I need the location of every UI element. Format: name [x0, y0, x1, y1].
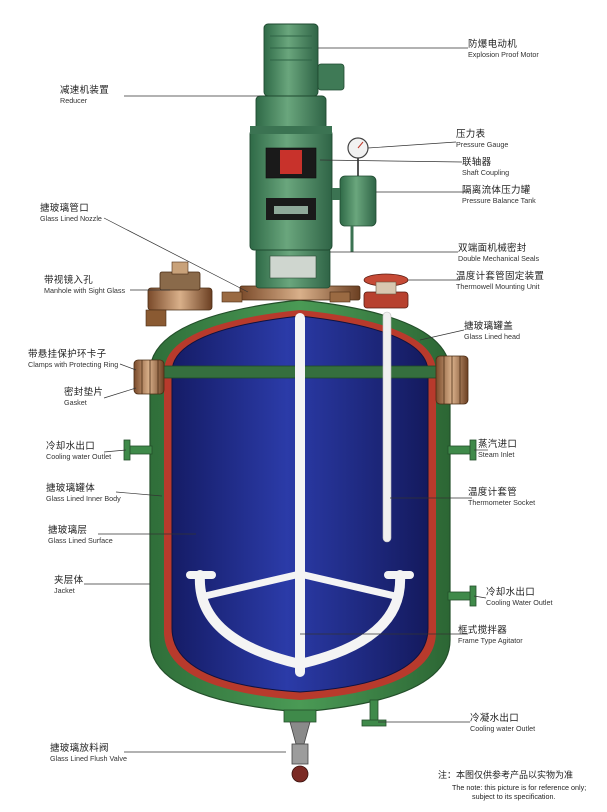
label-clamps: 带悬挂保护环卡子 Clamps with Protecting Ring	[28, 350, 118, 369]
note-en-line2: subject to its specification.	[472, 792, 556, 801]
reference-note: 注：本图仅供参考产品以实物为准 The note: this picture i…	[438, 768, 603, 801]
label-balance-tank-zh: 隔离流体压力罐	[462, 185, 531, 196]
label-cw-outlet-right: 冷却水出口 Cooling Water Outlet	[486, 588, 552, 607]
label-mech-seals-zh: 双端面机械密封	[458, 243, 527, 254]
note-en-line1: The note: this picture is for reference …	[452, 783, 587, 792]
label-thermometer-en: Thermometer Socket	[468, 497, 536, 507]
reducer-body	[250, 95, 332, 134]
label-flush-valve-en: Glass Lined Flush Valve	[50, 753, 127, 763]
label-motor: 防爆电动机 Explosion Proof Motor	[468, 40, 539, 59]
label-lined-surface: 搪玻璃层 Glass Lined Surface	[48, 526, 113, 545]
nozzle-left-cooling	[123, 439, 153, 461]
label-cw-outlet-left: 冷却水出口 Cooling water Outlet	[46, 442, 111, 461]
label-manhole-zh: 带视镜入孔	[44, 275, 94, 286]
label-nozzle-en: Glass Lined Nozzle	[40, 213, 102, 223]
top-nozzles	[221, 285, 361, 303]
label-nozzle-zh: 搪玻璃管口	[40, 203, 90, 214]
label-flush-valve-zh: 搪玻璃放料阀	[50, 743, 109, 754]
label-pressure-gauge-en: Pressure Gauge	[456, 139, 509, 149]
label-thermometer-zh: 温度计套管	[468, 487, 518, 498]
label-agitator-zh: 框式搅拌器	[458, 625, 508, 636]
label-inner-body-zh: 搪玻璃罐体	[46, 483, 96, 494]
label-motor-en: Explosion Proof Motor	[468, 49, 539, 59]
label-reducer: 减速机装置 Reducer	[60, 86, 109, 105]
pressure-gauge-icon	[347, 137, 369, 176]
label-jacket-en: Jacket	[54, 585, 75, 595]
label-head-zh: 搪玻璃罐盖	[464, 321, 514, 332]
label-gasket-zh: 密封垫片	[64, 387, 104, 398]
seal-housing	[255, 247, 331, 289]
label-steam-inlet-en: Steam Inlet	[478, 449, 515, 459]
label-steam-inlet: 蒸汽进口 Steam Inlet	[478, 440, 517, 459]
balance-tank	[332, 175, 377, 252]
label-agitator-en: Frame Type Agitator	[458, 635, 523, 645]
label-agitator: 框式搅拌器 Frame Type Agitator	[458, 626, 523, 645]
label-thermowell: 温度计套管固定装置 Thermowell Mounting Unit	[456, 272, 544, 291]
label-cw-outlet-left-en: Cooling water Outlet	[46, 451, 112, 461]
label-nozzle: 搪玻璃管口 Glass Lined Nozzle	[40, 204, 102, 223]
label-cw-outlet-right-en: Cooling Water Outlet	[486, 597, 553, 607]
nozzle-right-steam	[447, 439, 477, 461]
label-balance-tank: 隔离流体压力罐 Pressure Balance Tank	[462, 186, 536, 205]
label-condensate-zh: 冷凝水出口	[470, 713, 520, 724]
flush-valve	[283, 709, 317, 783]
label-thermowell-en: Thermowell Mounting Unit	[456, 281, 540, 291]
label-clamps-en: Clamps with Protecting Ring	[28, 359, 119, 369]
clamps-right	[435, 355, 469, 405]
label-flush-valve: 搪玻璃放料阀 Glass Lined Flush Valve	[50, 744, 127, 763]
label-cw-outlet-right-zh: 冷却水出口	[486, 587, 536, 598]
label-pressure-gauge: 压力表 Pressure Gauge	[456, 130, 508, 149]
label-motor-zh: 防爆电动机	[468, 39, 518, 50]
manhole-sight-glass	[145, 261, 213, 327]
motor-body	[263, 23, 345, 97]
label-shaft-coupling-en: Shaft Coupling	[462, 167, 510, 177]
label-pressure-gauge-zh: 压力表	[456, 129, 486, 140]
label-condensate-en: Cooling water Outlet	[470, 723, 536, 733]
label-inner-body: 搪玻璃罐体 Glass Lined Inner Body	[46, 484, 121, 503]
label-thermometer: 温度计套管 Thermometer Socket	[468, 488, 535, 507]
label-head: 搪玻璃罐盖 Glass Lined head	[464, 322, 520, 341]
label-shaft-coupling: 联轴器 Shaft Coupling	[462, 158, 509, 177]
label-mech-seals-en: Double Mechanical Seals	[458, 253, 540, 263]
frame-agitator	[186, 313, 414, 677]
coupling-stand	[249, 129, 333, 251]
label-manhole-en: Manhole with Sight Glass	[44, 285, 126, 295]
label-gasket: 密封垫片 Gasket	[64, 388, 103, 407]
label-balance-tank-en: Pressure Balance Tank	[462, 195, 536, 205]
label-clamps-zh: 带悬挂保护环卡子	[28, 349, 107, 360]
label-mech-seals: 双端面机械密封 Double Mechanical Seals	[458, 244, 539, 263]
label-reducer-en: Reducer	[60, 95, 88, 105]
label-jacket-zh: 夹层体	[54, 575, 84, 586]
leader-lines	[84, 47, 488, 753]
label-lined-surface-zh: 搪玻璃层	[48, 525, 88, 536]
note-zh: 注：本图仅供参考产品以实物为准	[438, 770, 574, 780]
label-shaft-coupling-zh: 联轴器	[462, 157, 492, 168]
label-condensate: 冷凝水出口 Cooling water Outlet	[470, 714, 535, 733]
nozzle-right-cooling	[447, 585, 477, 607]
label-cw-outlet-left-zh: 冷却水出口	[46, 441, 96, 452]
thermometer-socket	[382, 311, 392, 543]
label-steam-inlet-zh: 蒸汽进口	[478, 439, 518, 450]
label-reducer-zh: 减速机装置	[60, 85, 110, 96]
label-manhole: 带视镜入孔 Manhole with Sight Glass	[44, 276, 125, 295]
label-jacket: 夹层体 Jacket	[54, 576, 83, 595]
clamps-left	[133, 359, 165, 395]
label-gasket-en: Gasket	[64, 397, 87, 407]
label-lined-surface-en: Glass Lined Surface	[48, 535, 113, 545]
label-thermowell-zh: 温度计套管固定装置	[456, 271, 545, 282]
label-inner-body-en: Glass Lined Inner Body	[46, 493, 121, 503]
thermowell-mount	[363, 273, 409, 309]
label-head-en: Glass Lined head	[464, 331, 520, 341]
nozzle-bottom-condensate	[361, 699, 387, 727]
